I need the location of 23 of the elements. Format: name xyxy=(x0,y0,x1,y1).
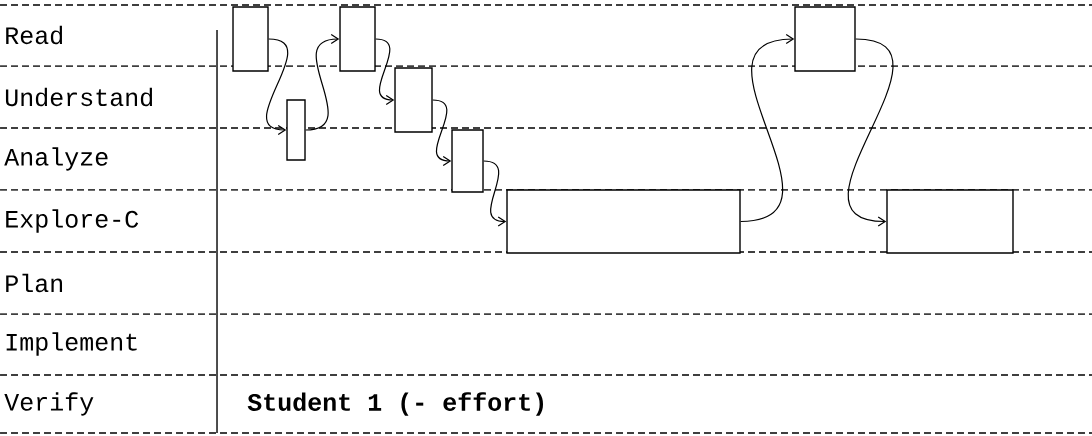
curved-arrow xyxy=(847,38,894,227)
activity-box xyxy=(394,67,433,133)
curved-arrow xyxy=(483,160,507,227)
activity-box xyxy=(286,99,306,161)
row-label: Implement xyxy=(6,332,137,356)
row-label: Plan xyxy=(6,273,62,293)
row-label: Understand xyxy=(5,87,152,107)
chart-caption: Student 1 (- effort) xyxy=(247,392,543,416)
row-label: Explore-C xyxy=(6,209,139,233)
activity-box xyxy=(794,6,856,72)
row-label: Analyze xyxy=(4,147,108,171)
row-label: Verify xyxy=(4,392,94,416)
activity-box xyxy=(232,6,269,72)
activity-box xyxy=(506,189,741,254)
row-label: Read xyxy=(6,25,62,45)
activity-box xyxy=(339,6,376,72)
activity-box xyxy=(886,189,1014,254)
curved-arrow xyxy=(740,33,795,223)
curved-arrow xyxy=(305,33,340,131)
curved-arrow xyxy=(375,38,395,106)
curved-arrow xyxy=(265,38,289,136)
curved-arrow xyxy=(432,99,452,167)
activity-box xyxy=(451,129,484,193)
